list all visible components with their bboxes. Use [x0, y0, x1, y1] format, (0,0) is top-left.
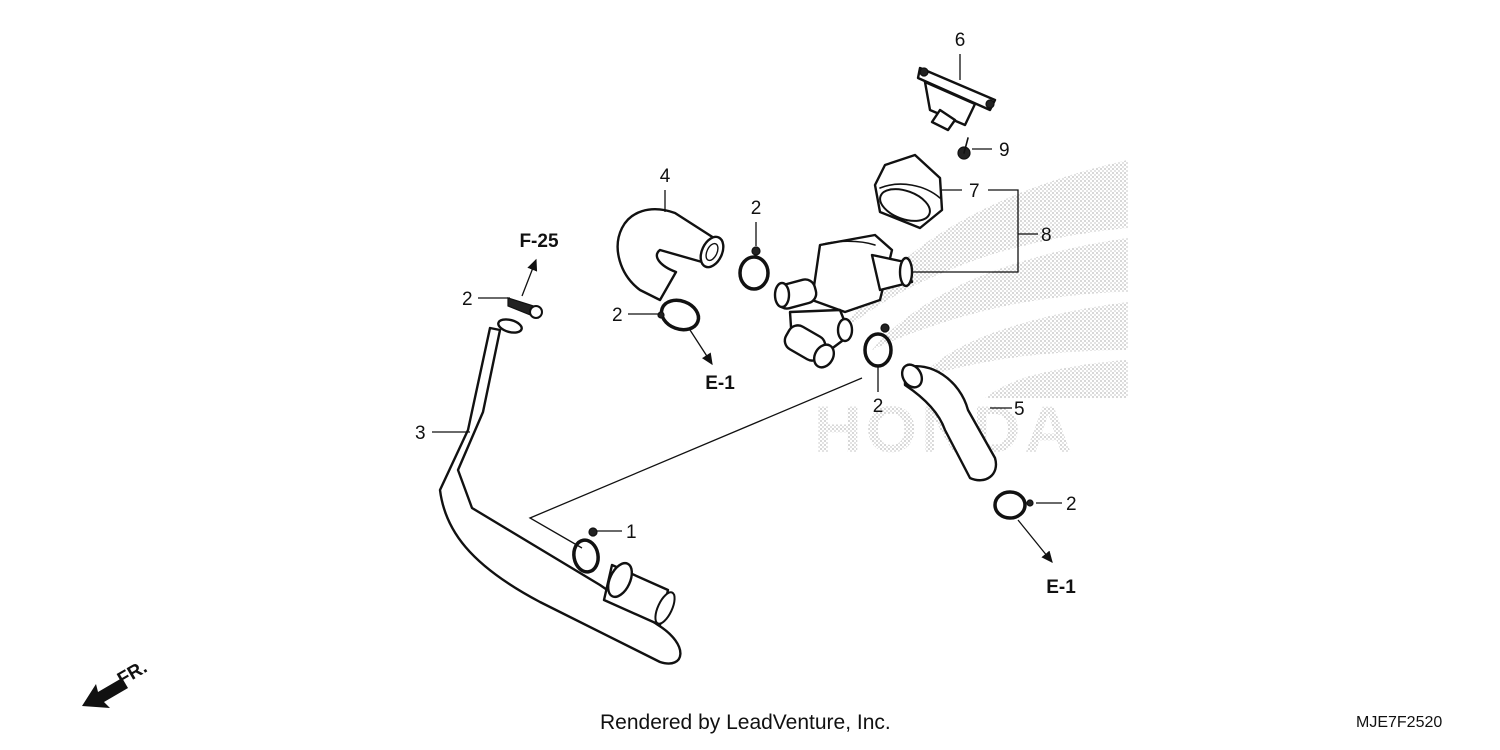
part-2-clip-top-left[interactable]: [507, 297, 543, 319]
callout-2-hose4: 2: [612, 305, 623, 326]
callout-7: 7: [969, 181, 980, 202]
callout-2-upper: 2: [751, 198, 762, 219]
part-8-valve-assembly[interactable]: [773, 233, 914, 371]
callout-5: 5: [1014, 399, 1025, 420]
part-2-clip-hose4[interactable]: [657, 295, 702, 334]
leader-lines: [432, 54, 1062, 549]
part-1-clip[interactable]: [571, 527, 600, 574]
callout-8: 8: [1041, 225, 1052, 246]
ref-f25[interactable]: F-25: [519, 231, 559, 252]
callout-9: 9: [999, 140, 1010, 161]
part-6-bracket[interactable]: [916, 66, 997, 132]
callout-6: 6: [955, 30, 966, 51]
ref-e1-right[interactable]: E-1: [1046, 577, 1076, 598]
callout-1: 1: [626, 522, 637, 543]
callout-3: 3: [415, 423, 426, 444]
callout-2-right: 2: [1066, 494, 1077, 515]
callout-4: 4: [660, 166, 671, 187]
ref-e1-left[interactable]: E-1: [705, 373, 735, 394]
part-7-rubber-mount[interactable]: [873, 153, 944, 230]
part-4-elbow-hose[interactable]: [616, 208, 728, 302]
part-2-clip-upper[interactable]: [738, 246, 770, 291]
part-9-screw[interactable]: [957, 137, 971, 160]
credit-text: Rendered by LeadVenture, Inc.: [600, 711, 891, 734]
callout-2-valve: 2: [873, 396, 884, 417]
callout-2-top-left: 2: [462, 289, 473, 310]
part-3-hose[interactable]: [438, 317, 682, 665]
drawing-code: MJE7F2520: [1356, 714, 1443, 731]
part-5-short-hose[interactable]: [898, 361, 998, 482]
part-2-clip-right[interactable]: [993, 490, 1034, 520]
front-direction-arrow: FR.: [82, 657, 151, 708]
reference-arrows: [521, 258, 1053, 564]
